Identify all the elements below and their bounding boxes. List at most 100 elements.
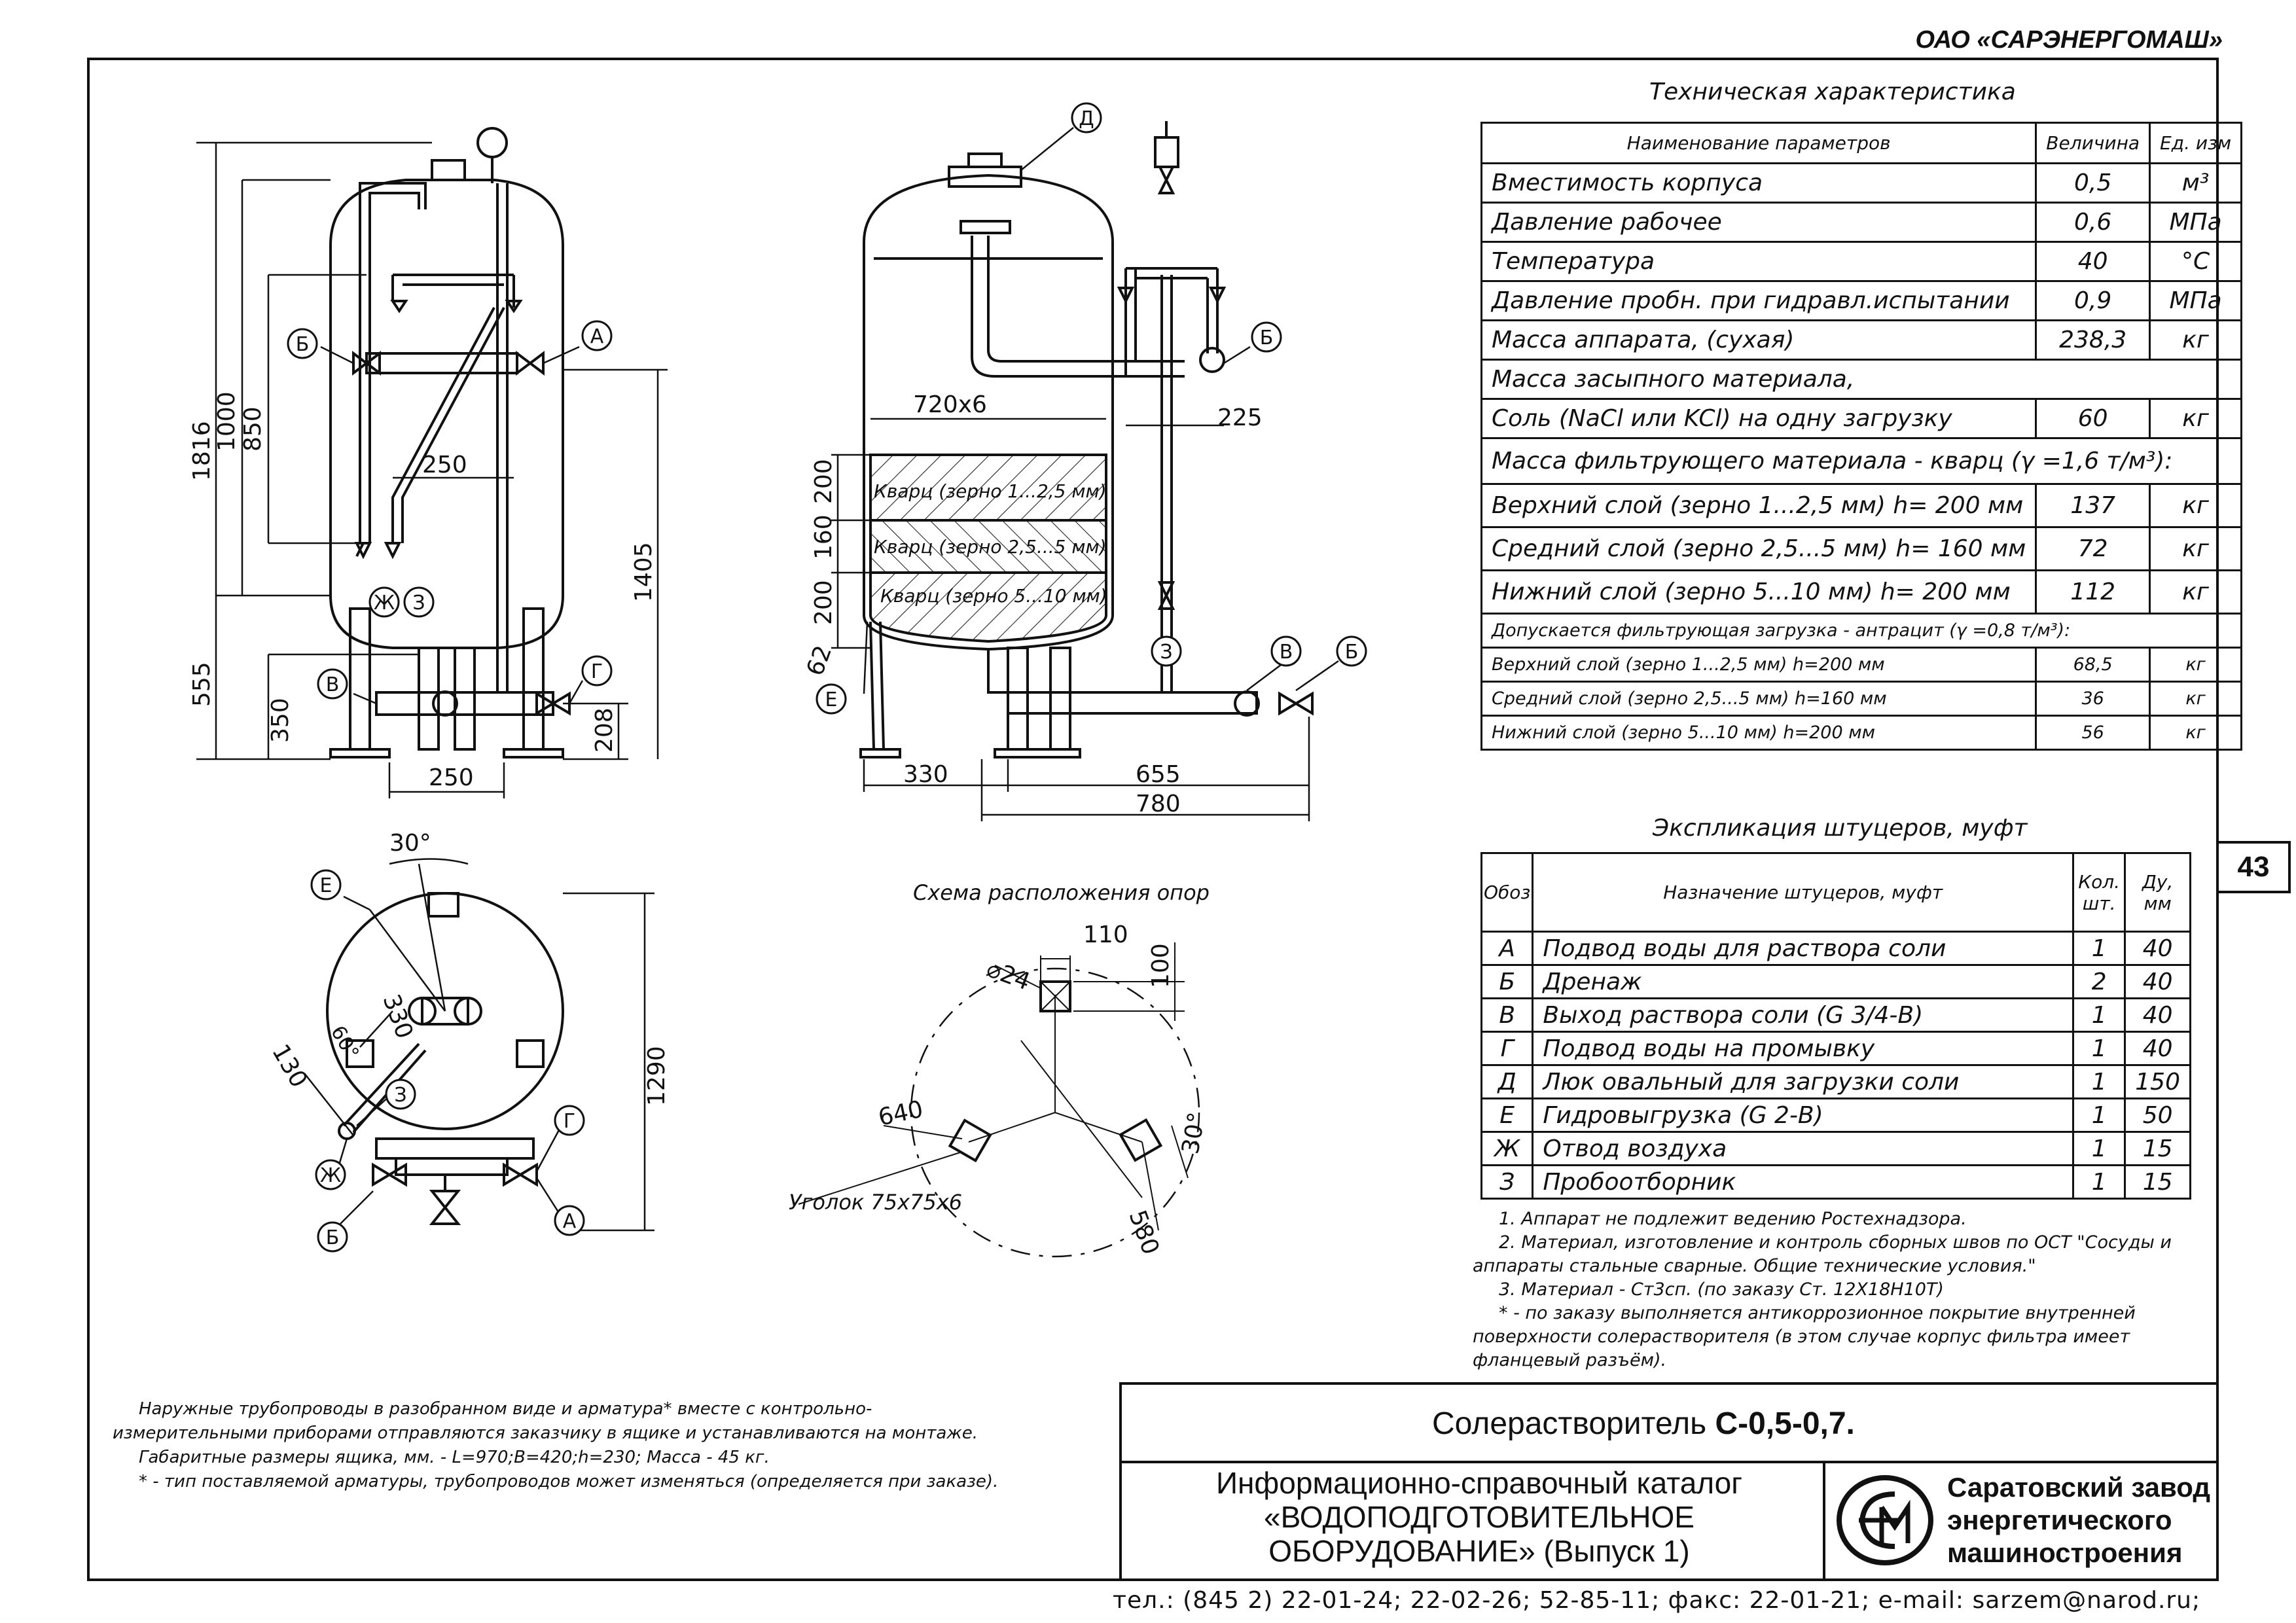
svg-text:Б: Б [1260, 327, 1274, 349]
title-block-vdivider [1823, 1461, 1825, 1581]
dim-200-bottom: 200 [810, 580, 837, 625]
svg-text:Г: Г [564, 1110, 575, 1133]
tech-table: Наименование параметров Величина Ед. изм… [1480, 122, 2243, 751]
note-line: 1. Аппарат не подлежит ведению Ростехнад… [1499, 1209, 1967, 1229]
marker-z-plan: З [385, 1079, 416, 1110]
dim-655: 655 [1136, 761, 1181, 788]
marker-z-section: З [1151, 635, 1182, 667]
title-block [1119, 1382, 2219, 1581]
note-line: * - по заказу выполняется антикоррозионн… [1499, 1303, 2136, 1323]
tech-quartz-header: Масса фильтрующего материала - кварц (γ … [1480, 437, 2243, 485]
svg-text:А: А [590, 325, 604, 348]
marker-e-section: Е [816, 683, 847, 715]
angle-profile-label: Уголок 75х75х6 [789, 1190, 962, 1215]
svg-text:В: В [1280, 641, 1293, 664]
angle-30-support: 30° [1177, 1111, 1210, 1156]
tech-title: Техническая характеристика [1649, 79, 2016, 105]
dim-250-bottom: 250 [429, 764, 474, 791]
marker-d-section: Д [1071, 102, 1102, 134]
svg-text:Е: Е [825, 688, 838, 711]
marker-v-front: В [317, 668, 348, 700]
factory-line: энергетического [1947, 1505, 2172, 1535]
dim-1000: 1000 [213, 391, 240, 452]
dim-160: 160 [810, 514, 837, 560]
layer-label-1: Кварц (зерно 1...2,5 мм) [874, 480, 1107, 502]
svg-text:Б: Б [296, 333, 310, 356]
catalog-line: Информационно-справочный каталог [1215, 1466, 1743, 1500]
front-view [329, 127, 571, 758]
svg-text:Ж: Ж [320, 1164, 341, 1187]
product-prefix: Солерастворитель [1432, 1406, 1715, 1441]
section-view [859, 121, 1314, 758]
marker-e-plan: Е [310, 869, 342, 901]
svg-text:Д: Д [1079, 107, 1094, 130]
note-line: Наружные трубопроводы в разобранном виде… [139, 1399, 872, 1419]
dim-580: 580 [1124, 1207, 1164, 1258]
dim-200-top: 200 [810, 459, 837, 504]
company-name: ОАО «САРЭНЕРГОМАШ» [1915, 26, 2223, 54]
nozzles-header-dn: Ду, мм [2124, 852, 2191, 933]
tech-header-unit: Ед. изм [2149, 122, 2243, 164]
svg-text:Ж: Ж [374, 592, 395, 615]
marker-g-plan: Г [554, 1105, 585, 1136]
dim-330-plan: 330 [378, 991, 418, 1043]
dim-110: 110 [1083, 921, 1128, 948]
dim-720x6: 720х6 [913, 391, 987, 418]
marker-a-plan: А [554, 1205, 585, 1236]
tech-row: Верхний слой (зерно 1...2,5 мм) h=200 мм… [1480, 647, 2243, 683]
tech-row: Средний слой (зерно 2,5...5 мм) h= 160 м… [1480, 526, 2243, 571]
nozzles-title: Экспликация штуцеров, муфт [1653, 815, 2028, 842]
dim-780: 780 [1136, 791, 1181, 817]
factory-logo [1837, 1475, 1933, 1565]
layer-label-3: Кварц (зерно 5...10 мм) [880, 585, 1107, 607]
svg-text:Б: Б [1345, 641, 1359, 664]
marker-zh-front: Ж [368, 586, 400, 618]
dim-640: 640 [876, 1096, 925, 1131]
marker-v-section: В [1270, 635, 1302, 667]
marker-b-section: Б [1251, 321, 1282, 353]
dim-208: 208 [591, 707, 618, 753]
note-line: аппараты стальные сварные. Общие техниче… [1473, 1256, 2036, 1276]
svg-text:З: З [394, 1084, 406, 1107]
tech-row: Средний слой (зерно 2,5...5 мм) h=160 мм… [1480, 681, 2243, 717]
dim-1405: 1405 [630, 542, 657, 602]
marker-b-plan: Б [317, 1221, 348, 1253]
tech-header-value: Величина [2035, 122, 2151, 164]
callout-markers: Д Б З Е В Б Б А Ж З В Г Е З Ж Б Г А [287, 102, 1367, 1253]
tech-header-row: Наименование параметров Величина Ед. изм [1480, 122, 2243, 164]
dim-555: 555 [188, 662, 215, 707]
dimension-labels: 1816 1000 850 250 555 350 250 208 1405 7… [188, 391, 1263, 1258]
product-title: Солерастворитель С-0,5-0,7. [1432, 1406, 1855, 1442]
factory-line: машиностроения [1947, 1537, 2183, 1568]
marker-g-front: Г [581, 655, 613, 687]
layer-label-2: Кварц (зерно 2,5...5 мм) [874, 536, 1107, 558]
note-line: измерительными приборами отправляются за… [113, 1423, 978, 1443]
dim-1816: 1816 [188, 421, 215, 481]
dim-130: 130 [266, 1040, 312, 1092]
tech-row: Верхний слой (зерно 1...2,5 мм) h= 200 м… [1480, 483, 2243, 528]
catalog-line: «ВОДОПОДГОТОВИТЕЛЬНОЕ [1264, 1500, 1695, 1534]
tech-anthr-header: Допускается фильтрующая загрузка - антра… [1480, 613, 2243, 649]
nozzles-header-purpose: Назначение штуцеров, муфт [1532, 852, 2075, 933]
note-line: фланцевый разъём). [1473, 1350, 1667, 1370]
contact-footer: тел.: (845 2) 22-01-24; 22-02-26; 52-85-… [1113, 1587, 2201, 1614]
marker-b2-section: Б [1336, 635, 1367, 667]
tech-salt-header: Масса засыпного материала, [1480, 359, 2243, 400]
note-line: 2. Материал, изготовление и контроль сбо… [1499, 1232, 2172, 1253]
note-line: поверхности солерастворителя (в этом слу… [1473, 1327, 2130, 1347]
notes-right: 1. Аппарат не подлежит ведению Ростехнад… [1473, 1207, 2199, 1372]
